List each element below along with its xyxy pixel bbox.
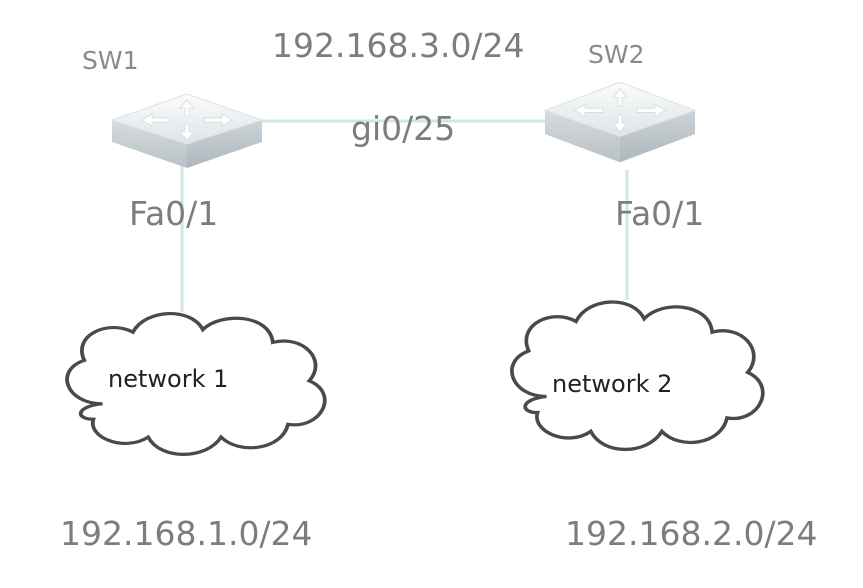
uplink-port-label: gi0/25 <box>351 109 455 148</box>
sw2-switch-icon[interactable] <box>544 81 696 163</box>
sw2-name-label: SW2 <box>588 40 645 69</box>
sw1-name-label: SW1 <box>82 46 139 75</box>
network1-name-label: network 1 <box>108 365 228 393</box>
uplink-subnet-label: 192.168.3.0/24 <box>272 26 525 65</box>
network2-name-label: network 2 <box>552 370 672 398</box>
sw1-port-label: Fa0/1 <box>129 194 218 233</box>
sw1-switch-icon[interactable] <box>111 93 263 169</box>
sw2-port-label: Fa0/1 <box>615 194 704 233</box>
network2-subnet-label: 192.168.2.0/24 <box>565 514 818 553</box>
network1-subnet-label: 192.168.1.0/24 <box>60 514 313 553</box>
